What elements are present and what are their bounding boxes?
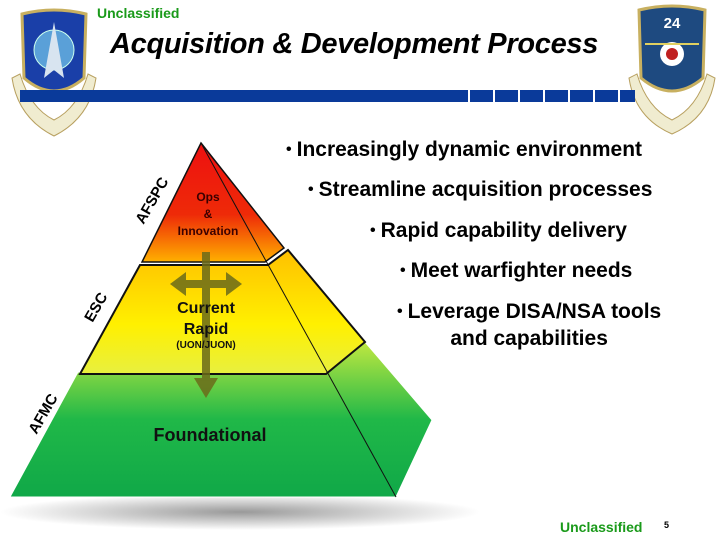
classification-header: Unclassified <box>97 5 180 21</box>
tier-label-line: Current <box>177 300 235 317</box>
bullet-text: Leverage DISA/NSA tools <box>407 300 662 323</box>
bullet-text: Streamline acquisition processes <box>318 178 653 201</box>
bullet-item: •Rapid capability delivery <box>370 219 627 242</box>
bullet-text: and capabilities <box>450 327 608 350</box>
tier-sublabel: (UON/JUON) <box>176 340 236 351</box>
slide-title: Acquisition & Development Process <box>110 28 599 60</box>
emblem-number: 24 <box>664 15 681 32</box>
bullet-item: •Meet warfighter needs <box>400 259 633 282</box>
air-force-space-command-emblem <box>11 8 97 137</box>
classification-footer: Unclassified <box>560 519 643 535</box>
tier-label-line: & <box>203 207 213 221</box>
bullet-item: •Increasingly dynamic environment <box>286 138 643 161</box>
pyramid-edge <box>200 142 397 498</box>
bullet-text: Meet warfighter needs <box>410 259 633 282</box>
tier-foundational-label: Foundational <box>153 425 267 445</box>
cross-arrow-icon <box>170 252 242 398</box>
bullet-text: Rapid capability delivery <box>380 219 627 242</box>
pyramid-shadow <box>0 494 480 530</box>
tier-ops-innovation <box>140 141 286 263</box>
page-number: 5 <box>664 520 670 530</box>
header-bar <box>20 90 468 102</box>
header-bar-segments <box>470 90 635 102</box>
bullet-item: •Streamline acquisition processes <box>308 178 653 201</box>
tier-label-line: Rapid <box>183 321 229 338</box>
tier-current-label: Current Rapid (UON/JUON) <box>156 298 256 352</box>
twenty-fourth-air-force-emblem: 24 <box>628 4 716 135</box>
tier-ops-label: Ops & Innovation <box>160 189 256 240</box>
tier-label-line: Innovation <box>177 224 239 238</box>
tier-label-line: Ops <box>196 190 220 204</box>
bullet-text: Increasingly dynamic environment <box>296 138 643 161</box>
